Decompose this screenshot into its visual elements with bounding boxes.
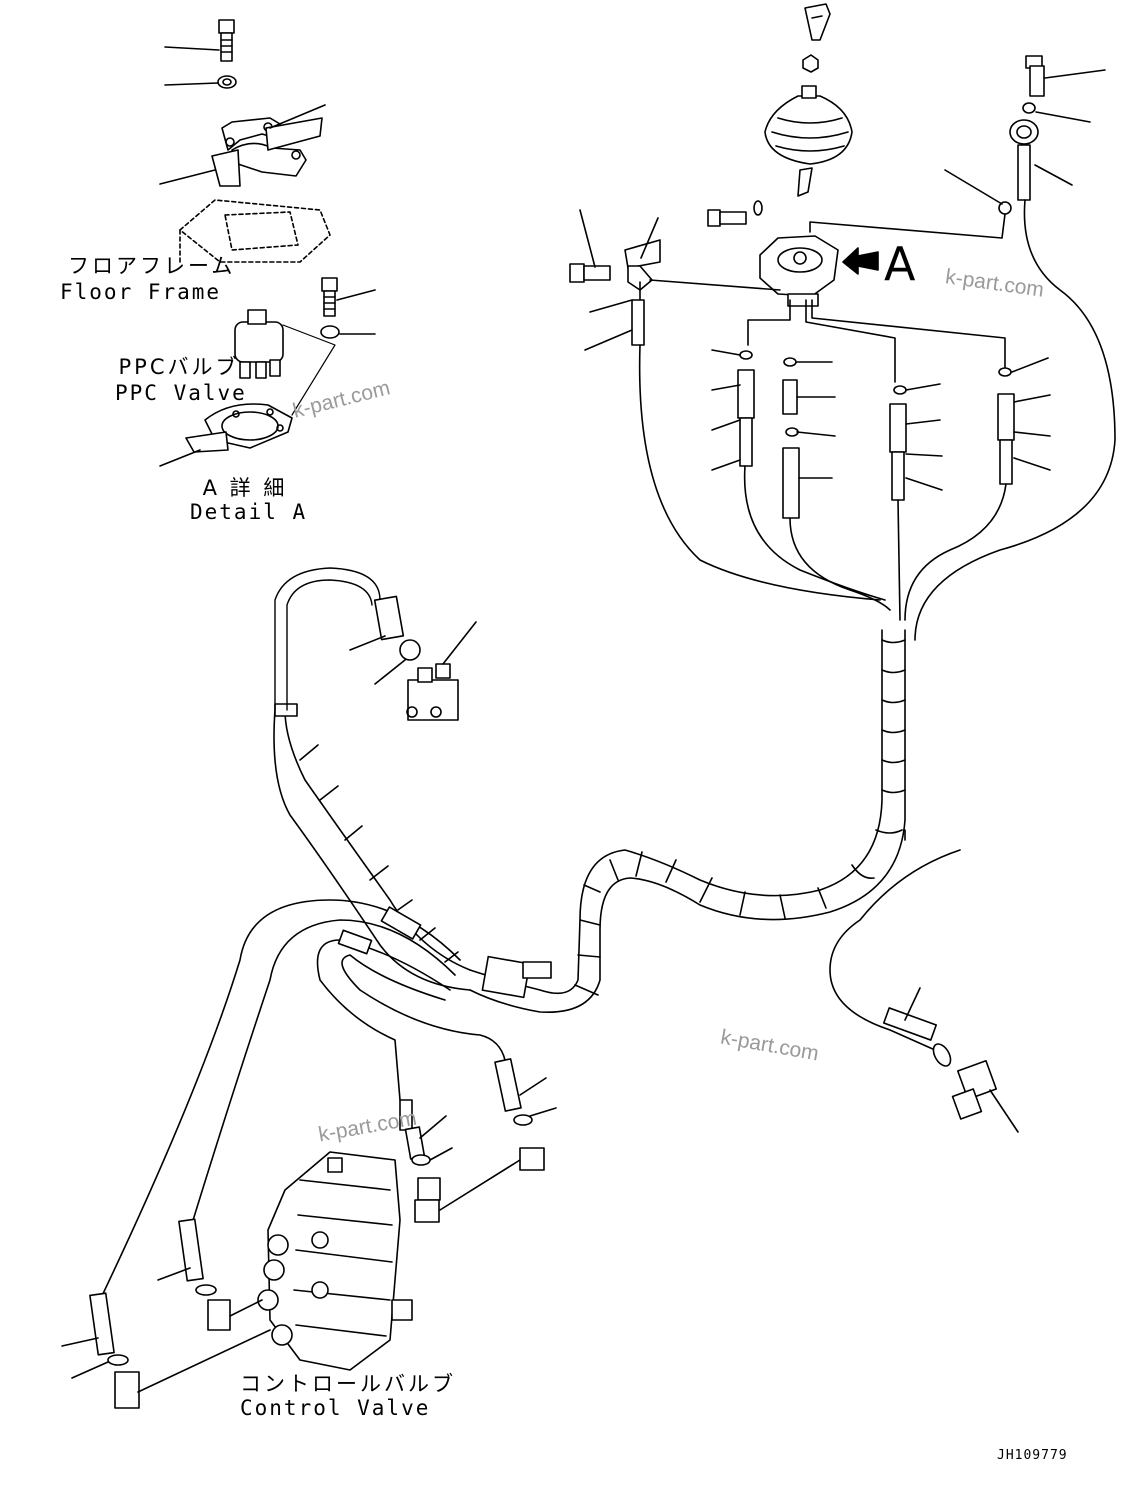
washer-icon xyxy=(1022,102,1036,114)
floor-frame-label: Floor Frame xyxy=(60,280,222,304)
bolt-icon xyxy=(1025,55,1045,97)
control-valve-label-jp: コントロールバルブ xyxy=(240,1372,456,1396)
floor-frame-label-jp: フロアフレーム xyxy=(68,254,236,278)
ppc-valve-body-icon xyxy=(759,235,839,307)
ppc-valve-icon xyxy=(234,309,284,379)
clamp-plate-icon xyxy=(185,403,293,453)
document-id: JH109779 xyxy=(997,1448,1068,1463)
detail-a-label-jp: A 詳 細 xyxy=(202,476,288,500)
banjo-fitting-icon xyxy=(1009,119,1039,145)
view-arrow-icon xyxy=(842,247,879,275)
detail-a-label: Detail A xyxy=(190,500,308,524)
right-fitting-group xyxy=(829,829,1019,1133)
view-a-callout: A xyxy=(884,237,916,291)
control-valve-label: Control Valve xyxy=(240,1396,431,1420)
bolt-icon xyxy=(569,263,611,283)
ppc-valve-label-jp: PPCバルブ xyxy=(118,355,240,379)
lever-knob-icon xyxy=(804,3,831,41)
washer-icon xyxy=(320,325,340,339)
bolt-icon xyxy=(321,277,338,317)
washer-icon xyxy=(753,200,763,216)
ppc-valve-label: PPC Valve xyxy=(115,381,247,405)
rubber-boot-icon xyxy=(764,95,853,165)
detail-a-group xyxy=(159,19,376,467)
bolt-icon xyxy=(707,209,747,227)
bolt-icon xyxy=(218,19,235,62)
floor-frame-outline xyxy=(179,199,331,266)
control-lever-group xyxy=(569,3,1106,307)
hose-clamp-icon xyxy=(481,955,531,999)
solenoid-valve-icon xyxy=(349,595,477,721)
control-valve-group xyxy=(61,1058,557,1409)
pilot-hoses xyxy=(584,199,1116,641)
nut-icon xyxy=(802,54,819,73)
washer-icon xyxy=(217,75,237,89)
clamp-plate-icon xyxy=(211,117,323,187)
spiral-hose-bundle xyxy=(99,567,906,1301)
